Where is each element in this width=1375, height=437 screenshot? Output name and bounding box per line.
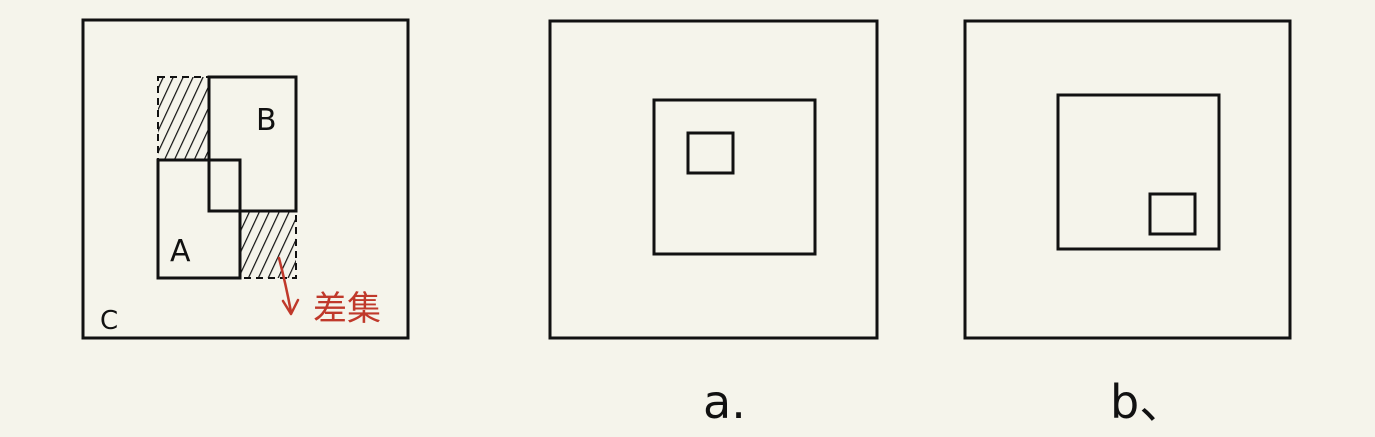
outer-box-a bbox=[548, 19, 879, 340]
caption-a: a. bbox=[703, 375, 746, 429]
middle-box-a bbox=[652, 98, 817, 256]
set-a bbox=[156, 158, 242, 280]
nested-diagram-b: b、 bbox=[963, 19, 1292, 429]
inner-box-b bbox=[1148, 192, 1197, 236]
middle-box-b bbox=[1056, 93, 1221, 251]
set-b bbox=[207, 75, 298, 213]
annotation-arrow bbox=[277, 256, 293, 314]
universal-set-c bbox=[81, 18, 410, 340]
inner-box-a bbox=[686, 131, 735, 175]
difference-region-bottom bbox=[239, 210, 297, 279]
nested-diagram-a: a. bbox=[548, 19, 879, 429]
outer-box-b bbox=[963, 19, 1292, 340]
annotation-text: 差集 bbox=[313, 289, 381, 329]
difference-diagram: B A C 差集 bbox=[81, 18, 410, 340]
difference-region-top bbox=[157, 76, 210, 161]
label-a: A bbox=[170, 234, 191, 269]
label-b: B bbox=[256, 103, 277, 138]
annotation-arrowhead bbox=[281, 298, 300, 316]
label-c: C bbox=[100, 306, 118, 336]
caption-b: b、 bbox=[1110, 375, 1185, 429]
